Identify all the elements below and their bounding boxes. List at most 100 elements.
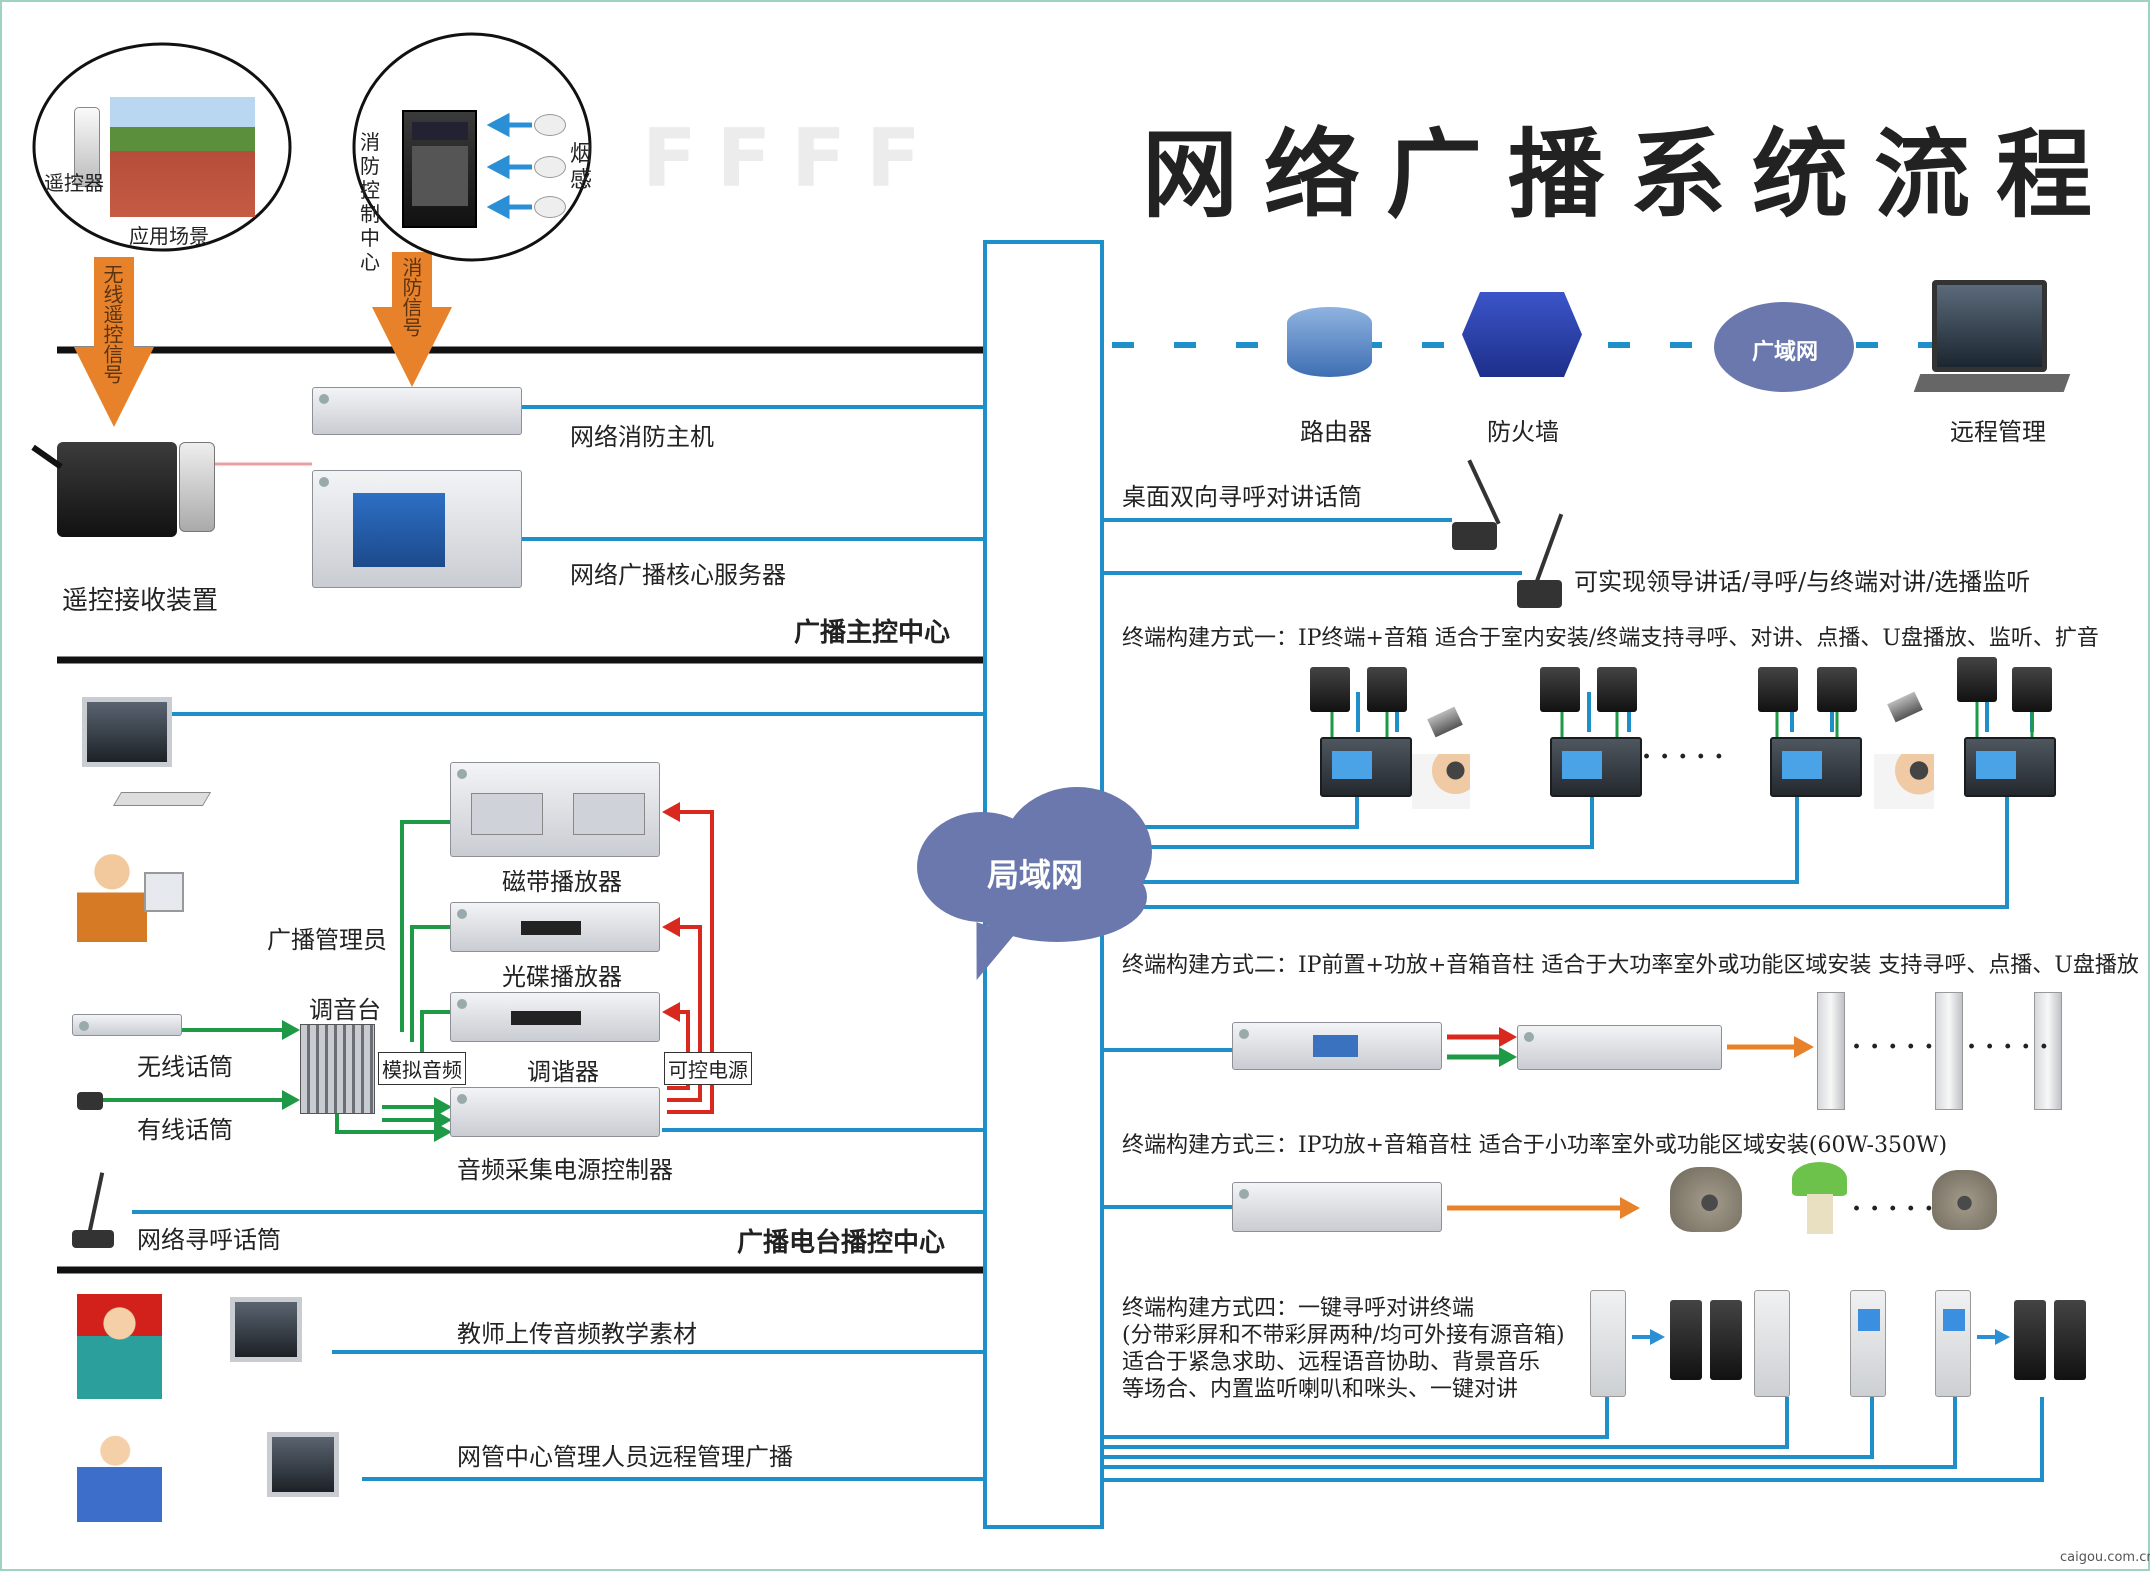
keyboard-icon — [112, 792, 212, 806]
rock-speaker — [1670, 1167, 1742, 1232]
ip-amp-device — [1232, 1182, 1442, 1232]
fire-control-cabinet — [402, 110, 477, 228]
desk-mic-icon — [1452, 522, 1497, 550]
tuner-device — [450, 992, 660, 1042]
network-lines — [132, 405, 2044, 1482]
intercom-terminal — [1935, 1290, 1971, 1397]
mixer-device — [300, 1024, 375, 1114]
remote-receiver-device — [57, 442, 177, 537]
audio-power-controller-device — [450, 1087, 660, 1137]
mode1-speaker — [1540, 667, 1580, 712]
remote-receiver-label: 遥控接收装置 — [62, 586, 219, 616]
net-paging-mic-label: 网络寻呼话筒 — [137, 1226, 281, 1254]
wireless-mic-label: 无线话筒 — [137, 1053, 233, 1081]
core-server-device — [312, 470, 522, 588]
mode2-dots: · · · · · — [1967, 1032, 2049, 1062]
leader-talk-label: 可实现领导讲话/寻呼/与终端对讲/选播监听 — [1574, 568, 2031, 596]
active-speaker — [1710, 1300, 1742, 1380]
station-center-label: 广播电台播控中心 — [737, 1228, 946, 1258]
desk-mic-label: 桌面双向寻呼对讲话筒 — [1122, 483, 1362, 511]
intercom-terminal — [1754, 1290, 1790, 1397]
handheld-mic-icon — [1412, 754, 1470, 809]
wan-label: 广域网 — [1752, 340, 1819, 365]
audio-power-ctrl-label: 音频采集电源控制器 — [457, 1156, 673, 1184]
lan-cloud-part3 — [967, 852, 1147, 942]
admin-label: 广播管理员 — [267, 926, 387, 954]
remote-admin-label: 网管中心管理人员远程管理广播 — [457, 1443, 793, 1471]
page-title: 网络广播系统流程 — [1142, 119, 2118, 231]
smoke-detector-2 — [534, 156, 566, 178]
admin-monitor-icon — [144, 872, 184, 912]
remote-control-icon — [74, 107, 100, 187]
mode1-speaker — [2012, 667, 2052, 712]
router-label: 路由器 — [1300, 418, 1372, 446]
mode2-dots: · · · · · — [1852, 1032, 1934, 1062]
ip-terminal — [1550, 737, 1642, 797]
watermark: caigou.com.cn — [2060, 1550, 2150, 1565]
rock-speaker — [1932, 1170, 1997, 1230]
column-speaker — [2034, 992, 2062, 1110]
tape-player-device — [450, 762, 660, 857]
ip-terminal — [1770, 737, 1862, 797]
mode3-label: 终端构建方式三：IP功放+音箱音柱 适合于小功率室外或功能区域安装(60W-35… — [1122, 1133, 1948, 1158]
laptop-base — [1913, 374, 2071, 392]
smoke-arrows — [486, 112, 532, 220]
sports-field-image — [110, 97, 255, 217]
fire-signal-label: 消防信号 — [399, 257, 423, 337]
admin-person-icon — [77, 852, 147, 942]
column-speaker — [1817, 992, 1845, 1110]
paging-mic-icon — [72, 1230, 114, 1248]
admin2-monitor-icon — [267, 1432, 339, 1497]
intercom-terminal — [1590, 1290, 1626, 1397]
signal-arrows — [74, 252, 452, 427]
mode1-speaker — [1310, 667, 1350, 712]
lan-label: 局域网 — [987, 856, 1084, 894]
intercom-terminal — [1850, 1290, 1886, 1397]
firewall-icon — [1462, 292, 1582, 377]
admin2-person-icon — [77, 1427, 162, 1522]
smoke-detector-3 — [534, 196, 566, 218]
core-server-label: 网络广播核心服务器 — [570, 561, 786, 589]
remote-label: 遥控器 — [44, 171, 104, 195]
mode1-speaker — [1597, 667, 1637, 712]
title-ghost: FFFF — [642, 112, 941, 205]
wireless-mic-receiver — [72, 1014, 182, 1036]
cd-label: 光碟播放器 — [502, 963, 622, 991]
teacher-person-icon — [77, 1294, 162, 1399]
mode4-line3: 适合于紧急求助、远程语音协助、背景音乐 — [1122, 1350, 1541, 1375]
mode1-dots: · · · · · — [1642, 742, 1724, 772]
laptop-icon — [1932, 280, 2047, 372]
teacher-monitor-icon — [230, 1297, 302, 1362]
fire-host-device — [312, 387, 522, 435]
handheld-mic-icon — [1874, 754, 1934, 809]
mode1-speaker — [1758, 667, 1798, 712]
ip-terminal — [1964, 737, 2056, 797]
ip-terminal — [1320, 737, 1412, 797]
scene-label: 应用场景 — [129, 224, 209, 248]
cd-player-device — [450, 902, 660, 952]
remote-control-small — [179, 442, 215, 532]
power-amp-device — [1517, 1025, 1722, 1070]
master-center-label: 广播主控中心 — [794, 618, 951, 648]
mode2-label: 终端构建方式二：IP前置+功放+音箱音柱 适合于大功率室外或功能区域安装 支持寻… — [1122, 953, 2139, 978]
mode1-label: 终端构建方式一：IP终端+音箱 适合于室内安装/终端支持寻呼、对讲、点播、U盘播… — [1122, 626, 2099, 651]
active-speaker — [1670, 1300, 1702, 1380]
tape-label: 磁带播放器 — [502, 868, 622, 896]
mode1-speaker — [1817, 667, 1857, 712]
controlled-power-tag: 可控电源 — [664, 1052, 752, 1085]
mode1-speaker — [1957, 657, 1997, 702]
fire-host-label: 网络消防主机 — [570, 423, 714, 451]
smoke-detector-1 — [534, 114, 566, 136]
monitor-icon — [82, 697, 172, 767]
wired-mic-label: 有线话筒 — [137, 1116, 233, 1144]
audio-signal-lines — [102, 820, 452, 1134]
wired-mic-icon — [77, 1092, 103, 1110]
teacher-upload-label: 教师上传音频教学素材 — [457, 1320, 697, 1348]
leader-mic-icon — [1517, 580, 1562, 608]
mushroom-speaker — [1792, 1162, 1847, 1196]
analog-audio-tag: 模拟音频 — [378, 1052, 466, 1085]
active-speaker — [2014, 1300, 2046, 1380]
remote-mgmt-label: 远程管理 — [1950, 418, 2046, 446]
smoke-label: 烟感 — [570, 142, 593, 193]
